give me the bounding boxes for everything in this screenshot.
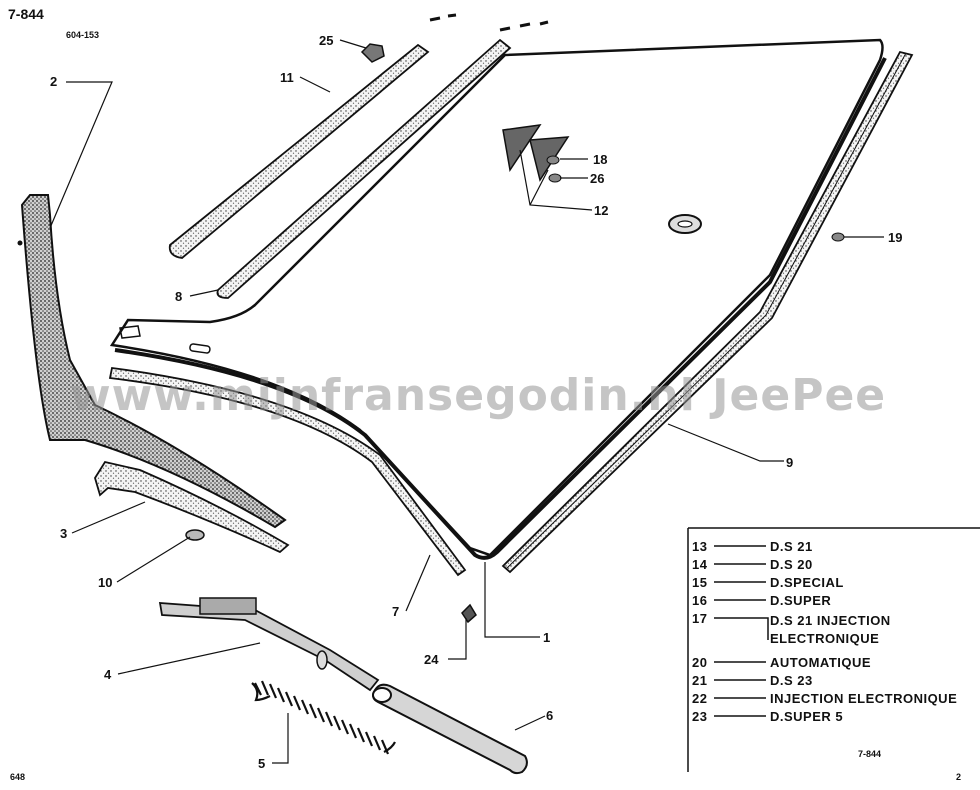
legend-text: D.S 21 INJECTION [770,613,891,628]
strip-11 [168,43,430,259]
legend-frame [687,527,980,772]
callout-24: 24 [424,652,439,667]
legend-num: 16 [692,593,708,608]
legend-text: AUTOMATIQUE [770,655,872,670]
callout-1: 1 [543,630,551,645]
callout-18: 18 [593,152,608,167]
callout-7: 7 [392,604,400,619]
legend-text: D.S 21 [770,539,813,554]
clip-25 [360,43,385,63]
spring-5 [251,680,396,755]
footer-right: 2 [956,772,962,782]
callout-25: 25 [319,33,334,48]
callout-6: 6 [546,708,554,723]
legend-num: 20 [692,655,708,670]
windscreen-glass [109,38,884,557]
callout-19: 19 [888,230,903,245]
strip-8 [216,38,512,299]
reference-number: 604-153 [66,30,100,40]
legend-num: 15 [692,575,708,590]
figure-code: 7-844 [8,6,44,22]
callout-8: 8 [175,289,183,304]
seal-9 [501,50,914,574]
legend-text: D.SUPER 5 [770,709,844,724]
watermark: www.mijnfransegodin.nl JeePee [70,370,887,421]
legend-num: 13 [692,539,708,554]
callout-12: 12 [594,203,609,218]
legend-text: D.SUPER [770,593,832,608]
legend-text: INJECTION ELECTRONIQUE [770,691,958,706]
seal-7 [108,366,467,577]
legend-num: 14 [692,557,708,572]
legend-code: 7-844 [858,749,882,759]
trim-3 [94,460,290,554]
legend-num: 21 [692,673,708,688]
legend-num: 22 [692,691,708,706]
legend-text: D.S 20 [770,557,813,572]
tube-6 [372,683,528,775]
callout-26: 26 [590,171,605,186]
arm-4 [158,602,380,692]
legend-text: D.SPECIAL [770,575,844,590]
footer-left: 648 [10,772,26,782]
callout-10: 10 [98,575,113,590]
legend-text: D.S 23 [770,673,813,688]
callout-5: 5 [258,756,266,771]
legend-num: 17 [692,611,708,626]
callout-3: 3 [60,526,68,541]
callout-4: 4 [104,667,112,682]
legend-num: 23 [692,709,708,724]
pillar-2 [20,194,287,529]
callout-2: 2 [50,74,58,89]
legend-text-line2: ELECTRONIQUE [770,631,880,646]
callout-11: 11 [280,70,294,85]
callout-9: 9 [786,455,794,470]
